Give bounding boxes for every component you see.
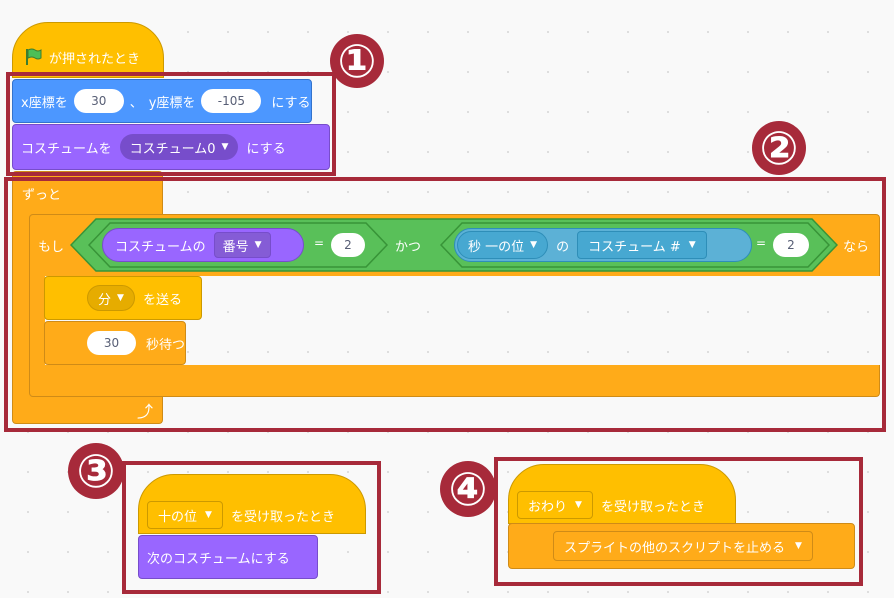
sensor-prop-value: コスチューム # (588, 239, 681, 255)
goto-sep: 、 (129, 95, 143, 111)
if-arm (29, 275, 45, 367)
receive-value-3: 十の位 (158, 509, 198, 525)
if-label: もし (38, 240, 65, 255)
receive-suffix-3: を受け取ったとき (230, 509, 335, 525)
costume-prop-value: 番号 (222, 239, 249, 255)
broadcast-suffix: を送る (142, 292, 182, 308)
if-bottom (29, 365, 880, 397)
next-costume-block[interactable]: 次のコスチュームにする (138, 535, 318, 579)
equals-value-1-input[interactable]: 2 (331, 233, 365, 257)
x-input[interactable]: 30 (73, 89, 124, 113)
forever-label: ずっと (22, 188, 62, 203)
broadcast-value: 分 (98, 292, 112, 308)
forever-arm (12, 214, 30, 398)
receive-dropdown-4[interactable]: おわり ▼ (517, 491, 593, 519)
switch-costume-block[interactable]: コスチュームを コスチューム0 ▼ にする (12, 124, 330, 170)
when-receive-hat-3[interactable]: 十の位 ▼ を受け取ったとき (138, 474, 366, 534)
goto-x-label: x座標を (21, 95, 68, 111)
wait-input[interactable]: 30 (87, 331, 136, 355)
receive-dropdown-3[interactable]: 十の位 ▼ (147, 501, 223, 529)
costume-number-reporter[interactable]: コスチュームの 番号 ▼ (102, 228, 304, 262)
equals-sign-1: = (314, 236, 325, 250)
marker-3: ③ (68, 443, 124, 499)
of-label: の (556, 239, 570, 255)
chevron-down-icon: ▼ (530, 240, 538, 250)
stop-block[interactable]: スプライトの他のスクリプトを止める ▼ (508, 523, 855, 569)
costume-prop-dropdown[interactable]: 番号 ▼ (213, 232, 271, 258)
equals-value-2-input[interactable]: 2 (773, 233, 809, 257)
next-costume-label: 次のコスチュームにする (147, 551, 290, 567)
loop-arrow-icon: ⤴ (137, 402, 154, 421)
broadcast-dropdown[interactable]: 分 ▼ (87, 285, 135, 311)
sensor-target-dropdown[interactable]: 秒 一の位 ▼ (457, 231, 549, 259)
highlight-box-4 (494, 457, 863, 586)
marker-1: ① (330, 34, 384, 88)
then-label: なら (843, 240, 870, 255)
chevron-down-icon: ▼ (205, 510, 212, 520)
costume-dropdown-value: コスチューム0 (129, 141, 216, 157)
chevron-down-icon: ▼ (688, 240, 696, 250)
chevron-down-icon: ▼ (795, 541, 802, 551)
and-label: かつ (395, 240, 422, 255)
equals-sign-2: = (756, 236, 767, 250)
broadcast-block[interactable]: 分 ▼ を送る (44, 276, 202, 320)
highlight-box-1 (6, 72, 336, 176)
sensing-of-reporter[interactable]: 秒 一の位 ▼ の コスチューム # ▼ (454, 228, 752, 262)
receive-value-4: おわり (528, 499, 568, 515)
marker-1-number: ① (337, 34, 377, 88)
when-flag-clicked-hat[interactable]: が押されたとき (12, 22, 164, 78)
marker-2-number: ② (759, 121, 799, 175)
forever-bottom (12, 396, 163, 424)
marker-3-number: ③ (76, 444, 116, 498)
highlight-box-3 (122, 461, 381, 594)
chevron-down-icon: ▼ (221, 142, 229, 152)
marker-2: ② (752, 121, 806, 175)
stop-dropdown[interactable]: スプライトの他のスクリプトを止める ▼ (553, 531, 813, 561)
go-to-xy-block[interactable]: x座標を 30 、 y座標を -105 にする (12, 79, 312, 123)
wait-suffix: 秒待つ (145, 337, 185, 353)
receive-suffix-4: を受け取ったとき (600, 499, 705, 515)
goto-suffix: にする (271, 95, 311, 111)
costume-of-label: コスチュームの (115, 239, 206, 255)
costume-dropdown[interactable]: コスチューム0 ▼ (119, 134, 239, 160)
costume-suffix: にする (246, 141, 286, 157)
goto-y-label: y座標を (148, 95, 196, 111)
wait-block[interactable]: 30 秒待つ (44, 321, 186, 365)
sensor-target-value: 秒 一の位 (468, 239, 525, 255)
green-flag-icon (26, 48, 42, 65)
costume-label: コスチュームを (21, 141, 112, 157)
y-input[interactable]: -105 (201, 89, 262, 113)
highlight-box-2 (4, 177, 886, 432)
when-receive-hat-4[interactable]: おわり ▼ を受け取ったとき (508, 464, 736, 524)
marker-4-number: ④ (448, 462, 488, 516)
chevron-down-icon: ▼ (117, 293, 124, 303)
marker-4: ④ (440, 461, 496, 517)
chevron-down-icon: ▼ (575, 500, 582, 510)
hat-text: が押されたとき (49, 51, 141, 67)
chevron-down-icon: ▼ (254, 240, 262, 250)
sensor-prop-dropdown[interactable]: コスチューム # ▼ (577, 231, 707, 259)
stop-value: スプライトの他のスクリプトを止める (564, 540, 786, 556)
